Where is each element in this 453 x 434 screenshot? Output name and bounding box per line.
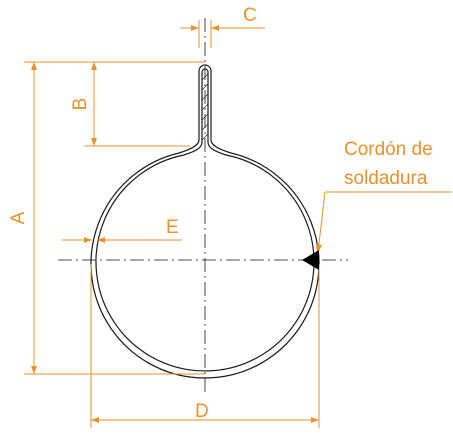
ring-inner-outline bbox=[95, 68, 315, 372]
label-a: A bbox=[8, 211, 29, 224]
dimension-d bbox=[90, 264, 320, 428]
weld-label-line1: Cordón de bbox=[344, 139, 433, 160]
dimension-b bbox=[84, 61, 199, 147]
label-d: D bbox=[195, 401, 209, 422]
dimension-c bbox=[180, 20, 265, 48]
tab-hatching bbox=[201, 73, 209, 141]
weld-callout bbox=[316, 191, 452, 255]
ring-outer-outline bbox=[90, 64, 320, 379]
dimension-e bbox=[62, 237, 182, 243]
label-e: E bbox=[166, 217, 179, 238]
weld-label-line2: soldadura bbox=[344, 168, 428, 189]
label-c: C bbox=[243, 5, 257, 26]
weld-bead-icon bbox=[302, 250, 319, 270]
label-b: B bbox=[70, 98, 91, 111]
